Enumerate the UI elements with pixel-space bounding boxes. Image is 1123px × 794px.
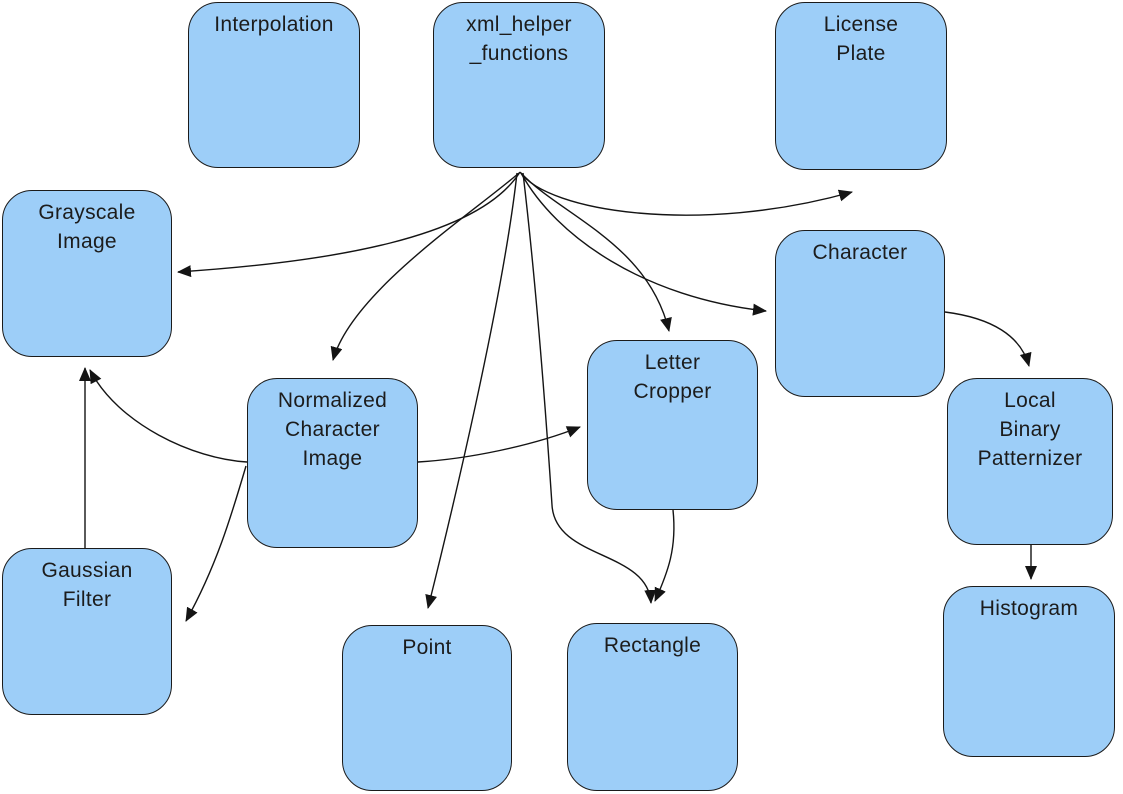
node-label-character: Character: [812, 241, 908, 264]
node-label-license_plate: License Plate: [823, 13, 899, 65]
node-histogram: Histogram: [943, 586, 1115, 757]
node-interpolation: Interpolation: [188, 2, 360, 168]
node-label-gaussian_filter: Gaussian Filter: [41, 559, 133, 611]
edge-xml_helper_functions-to-license_plate: [519, 171, 853, 216]
edge-normalized_character_image-to-grayscale_image: [89, 369, 248, 463]
node-label-rectangle: Rectangle: [603, 634, 702, 657]
node-character: Character: [775, 230, 945, 397]
node-point: Point: [342, 625, 512, 791]
node-normalized_character_image: Normalized Character Image: [247, 378, 418, 548]
edge-xml_helper_functions-to-rectangle: [522, 172, 657, 604]
node-letter_cropper: Letter Cropper: [587, 340, 758, 510]
edge-xml_helper_functions-to-character: [520, 172, 767, 316]
edge-letter_cropper-to-rectangle: [654, 509, 675, 602]
edge-xml_helper_functions-to-point: [425, 172, 518, 609]
node-gaussian_filter: Gaussian Filter: [2, 548, 172, 715]
node-label-point: Point: [402, 636, 452, 659]
node-label-normalized_character_image: Normalized Character Image: [277, 389, 388, 470]
node-label-interpolation: Interpolation: [214, 13, 334, 36]
node-label-grayscale_image: Grayscale Image: [38, 201, 136, 253]
edge-normalized_character_image-to-gaussian_filter: [185, 465, 247, 622]
node-xml_helper_functions: xml_helper _functions: [433, 2, 605, 168]
node-label-xml_helper_functions: xml_helper _functions: [466, 13, 572, 65]
edge-character-to-local_binary_patternizer: [944, 311, 1032, 367]
edge-normalized_character_image-to-letter_cropper: [417, 426, 581, 463]
node-rectangle: Rectangle: [567, 623, 738, 791]
edge-xml_helper_functions-to-grayscale_image: [177, 171, 521, 278]
node-label-letter_cropper: Letter Cropper: [633, 351, 712, 403]
node-label-histogram: Histogram: [979, 597, 1079, 620]
edge-xml_helper_functions-to-letter_cropper: [520, 172, 672, 332]
node-local_binary_patternizer: Local Binary Patternizer: [947, 378, 1113, 545]
node-grayscale_image: Grayscale Image: [2, 190, 172, 357]
node-license_plate: License Plate: [775, 2, 947, 170]
edge-xml_helper_functions-to-normalized_character_image: [330, 172, 520, 361]
node-label-local_binary_patternizer: Local Binary Patternizer: [977, 389, 1083, 470]
